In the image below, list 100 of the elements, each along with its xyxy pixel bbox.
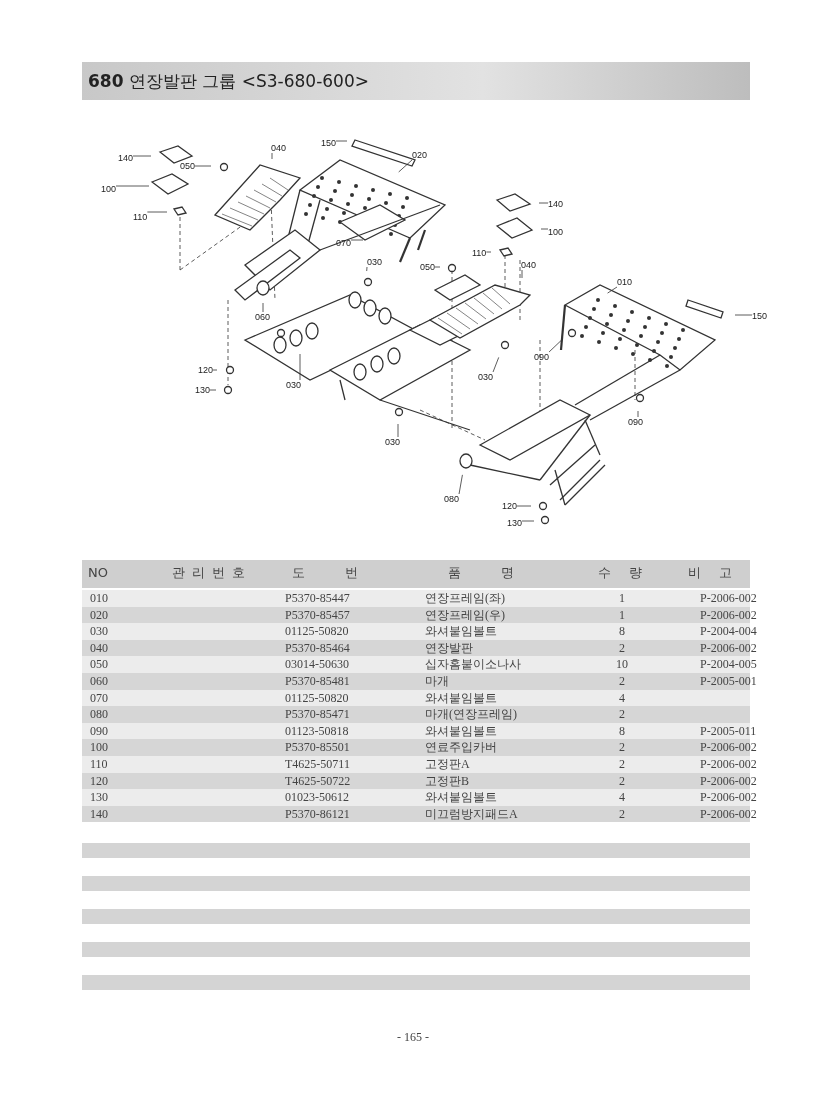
column-header: 관 리 번 호 <box>172 565 246 581</box>
callout-number: 050 <box>420 262 436 272</box>
part-number-text: 040 <box>90 640 108 656</box>
callout-number: 040 <box>271 143 287 153</box>
callout-number: 080 <box>444 494 460 504</box>
drawing-number-text: P5370-85464 <box>285 640 350 656</box>
quantity-text: 4 <box>619 690 625 706</box>
part-number-text: 110 <box>90 757 108 772</box>
callout-number: 010 <box>617 277 633 287</box>
drawing-number-text: P5370-86121 <box>285 806 350 822</box>
leader-line <box>516 505 532 507</box>
callout-number: 120 <box>502 501 518 511</box>
part-number-text: 130 <box>90 790 108 806</box>
callout-number: 120 <box>198 365 214 375</box>
page-title: 680 연장발판 그룹 <S3-680-600> <box>88 70 369 92</box>
callout-number: 040 <box>521 260 537 270</box>
remark-text: P-2006-002 <box>700 591 757 606</box>
part-number-text: 010 <box>90 591 108 606</box>
part-name-text: 와셔붙임볼트 <box>425 690 497 706</box>
part-number-text: 070 <box>90 690 108 706</box>
part-name-text: 마개(연장프레임) <box>425 707 517 723</box>
part-number-text: 120 <box>90 773 108 789</box>
leader-line <box>212 369 218 371</box>
callout-number: 060 <box>255 312 271 322</box>
part-number-text: 020 <box>90 607 108 623</box>
column-header: NO <box>88 565 108 581</box>
part-number-text: 060 <box>90 674 108 689</box>
callout-number: 140 <box>118 153 134 163</box>
leader-line <box>132 155 152 157</box>
drawing-number-text: T4625-50722 <box>285 773 351 789</box>
page-number: - 165 - <box>397 1030 429 1045</box>
part-name-text: 마개 <box>425 674 449 689</box>
part-name-text: 미끄럼방지패드A <box>425 806 518 822</box>
part-number-text: 080 <box>90 707 108 723</box>
part-name-text: 와셔붙임볼트 <box>425 790 497 806</box>
part-number-text: 030 <box>90 624 108 640</box>
callout-number: 110 <box>472 248 487 258</box>
callout-number: 140 <box>548 199 564 209</box>
remark-text: P-2005-001 <box>700 674 757 689</box>
part-name-text: 고정판B <box>425 773 469 789</box>
leader-line <box>485 251 492 253</box>
leader-line <box>458 474 463 495</box>
leader-line <box>209 389 217 391</box>
drawing-number-text: 01125-50820 <box>285 624 349 640</box>
quantity-text: 2 <box>619 773 625 789</box>
drawing-number-text: P5370-85481 <box>285 674 350 689</box>
drawing-number-text: P5370-85447 <box>285 591 350 606</box>
leader-line <box>262 302 264 313</box>
column-header: 비 고 <box>688 565 733 581</box>
callout-number: 020 <box>412 150 428 160</box>
leader-line <box>637 410 639 418</box>
leader-line <box>194 165 212 167</box>
callout-number: 030 <box>385 437 401 447</box>
part-number-text: 090 <box>90 723 108 739</box>
quantity-text: 10 <box>616 657 628 673</box>
callout-number: 130 <box>195 385 211 395</box>
drawing-number-text: P5370-85501 <box>285 740 350 756</box>
leader-line <box>335 140 348 142</box>
column-header: 품 명 <box>448 565 515 581</box>
leader-line <box>146 211 168 213</box>
drawing-number-text: P5370-85471 <box>285 707 350 723</box>
callout-number: 150 <box>321 138 337 148</box>
callout-number: 050 <box>180 161 196 171</box>
drawing-number-text: 01125-50820 <box>285 690 349 706</box>
remark-text: P-2006-002 <box>700 740 757 756</box>
leader-line <box>398 159 413 173</box>
leader-line <box>350 239 364 241</box>
part-name-text: 연료주입카버 <box>425 740 497 756</box>
quantity-text: 1 <box>619 591 625 606</box>
column-header: 도 번 <box>292 565 359 581</box>
quantity-text: 2 <box>619 674 625 689</box>
drawing-number-text: P5370-85457 <box>285 607 350 623</box>
leader-line <box>538 202 549 204</box>
part-name-text: 와셔붙임볼트 <box>425 624 497 640</box>
callout-number: 070 <box>336 238 352 248</box>
quantity-text: 2 <box>619 757 625 772</box>
leader-line <box>492 357 500 373</box>
remark-text: P-2006-002 <box>700 607 757 623</box>
remark-text: P-2006-002 <box>700 757 757 772</box>
remark-text: P-2005-011 <box>700 723 757 739</box>
remark-text: P-2004-004 <box>700 624 757 640</box>
drawing-number-text: 01023-50612 <box>285 790 349 806</box>
quantity-text: 4 <box>619 790 625 806</box>
quantity-text: 2 <box>619 640 625 656</box>
leader-line <box>397 423 399 438</box>
drawing-number-text: T4625-50711 <box>285 757 350 772</box>
drawing-number-text: 03014-50630 <box>285 657 349 673</box>
part-number-text: 100 <box>90 740 108 756</box>
leader-line <box>540 228 549 230</box>
callout-number: 030 <box>286 380 302 390</box>
quantity-text: 2 <box>619 740 625 756</box>
quantity-text: 1 <box>619 607 625 623</box>
part-name-text: 십자홈붙이소나사 <box>425 657 521 673</box>
part-name-text: 와셔붙임볼트 <box>425 723 497 739</box>
leader-line <box>521 269 523 279</box>
quantity-text: 8 <box>619 723 625 739</box>
part-name-text: 연장발판 <box>425 640 473 656</box>
remark-text: P-2006-002 <box>700 806 757 822</box>
leader-line <box>434 266 441 268</box>
callout-number: 030 <box>367 257 383 267</box>
